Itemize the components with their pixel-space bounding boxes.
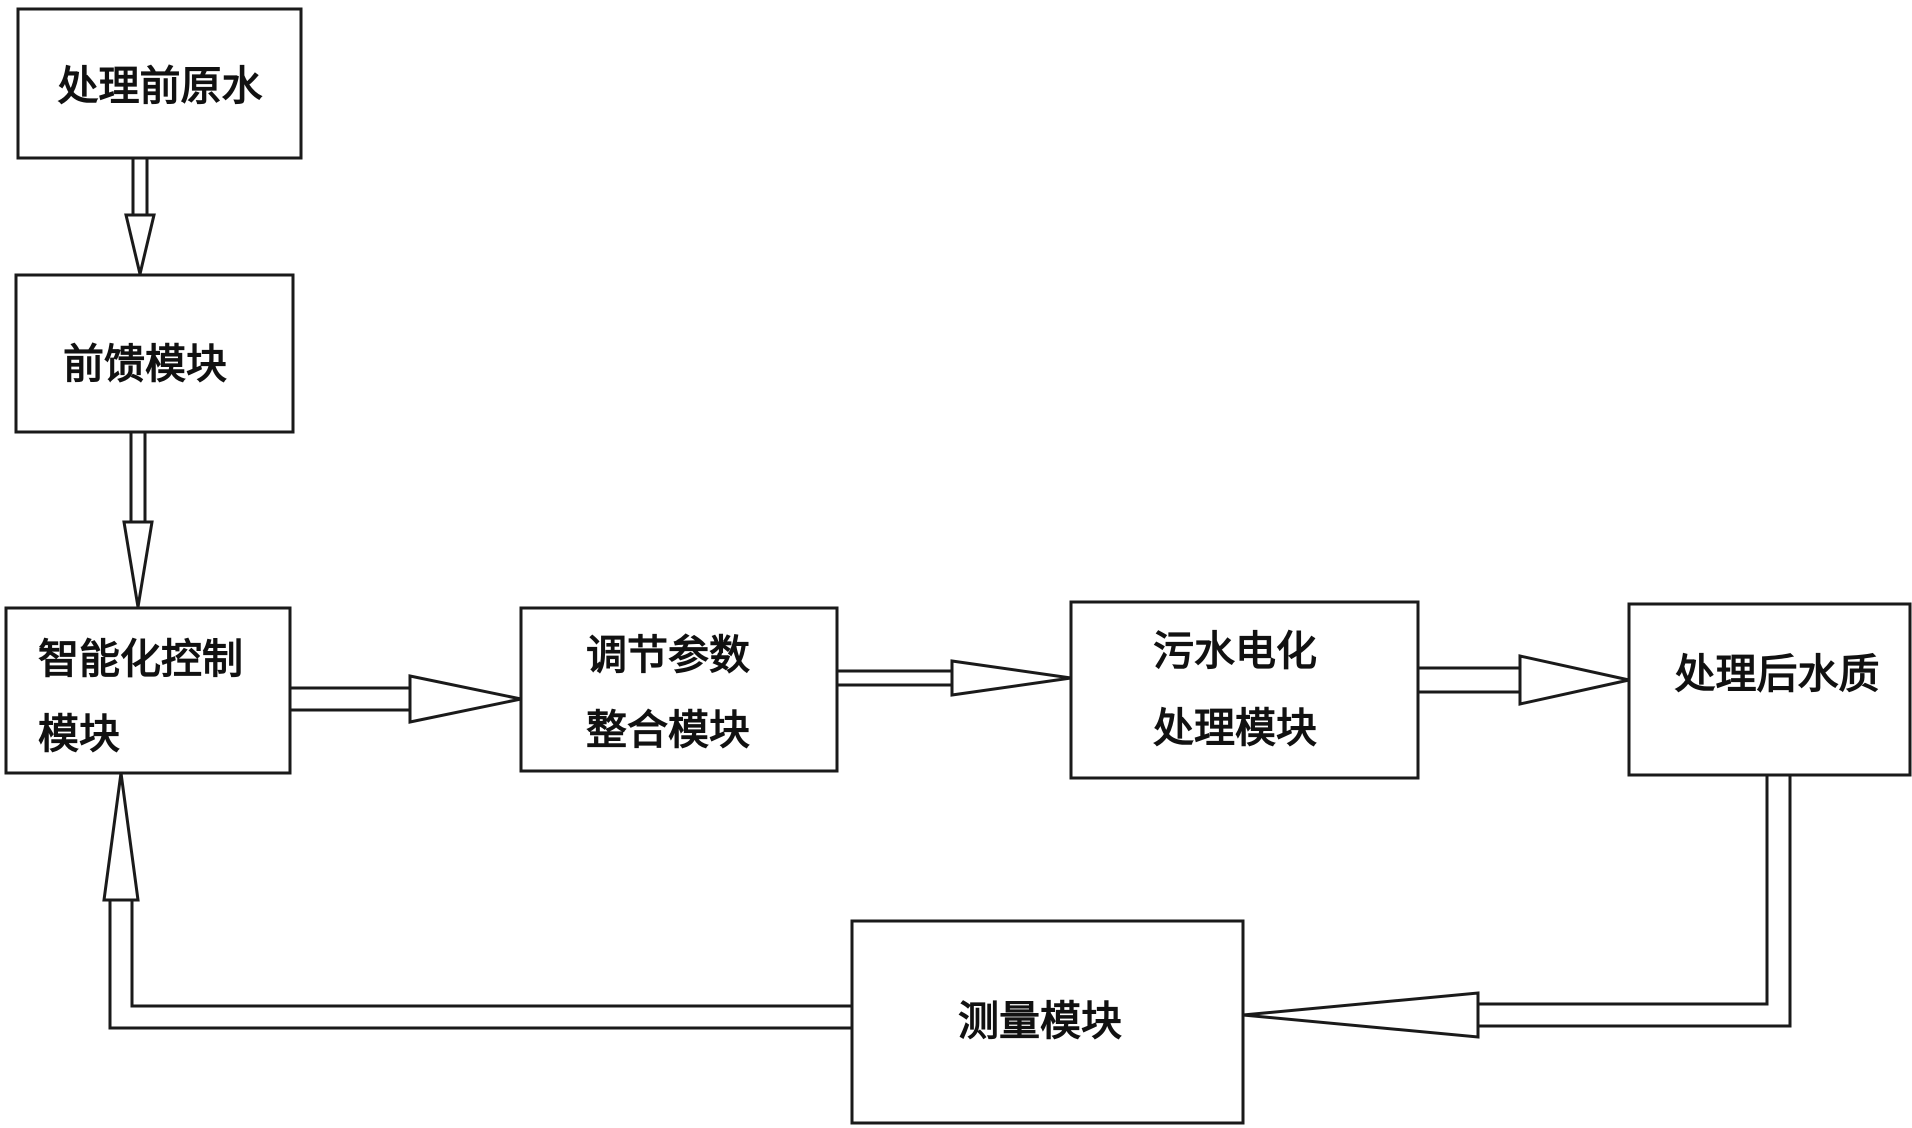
node-electro-treatment-label-line2: 处理模块 bbox=[1153, 704, 1317, 752]
node-electro-treatment-label-line1: 污水电化 bbox=[1153, 627, 1317, 675]
node-feedforward-box bbox=[14, 273, 295, 434]
node-control: 智能化控制 模块 bbox=[4, 606, 292, 775]
node-param-integration-label-line2: 整合模块 bbox=[586, 706, 750, 754]
node-param-integration-label-line1: 调节参数 bbox=[586, 631, 750, 679]
arrow-treated-to-measurement bbox=[1242, 775, 1792, 1039]
node-control-box bbox=[4, 606, 292, 775]
arrow-electro-to-treated bbox=[1418, 654, 1630, 706]
node-raw-water-box bbox=[16, 7, 303, 160]
node-feedforward: 前馈模块 bbox=[14, 273, 295, 434]
node-feedforward-label: 前馈模块 bbox=[63, 340, 227, 388]
arrow-feedforward-to-control bbox=[122, 432, 154, 608]
node-param-integration: 调节参数 整合模块 bbox=[519, 606, 839, 773]
node-raw-water-label: 处理前原水 bbox=[58, 62, 264, 110]
node-treated-water-box bbox=[1627, 602, 1912, 777]
node-measurement-label: 测量模块 bbox=[958, 997, 1122, 1045]
arrow-control-to-param bbox=[290, 674, 522, 724]
node-electro-treatment-box bbox=[1069, 600, 1420, 780]
node-treated-water: 处理后水质 bbox=[1627, 602, 1912, 777]
arrow-measurement-to-control bbox=[102, 772, 852, 1030]
node-electro-treatment: 污水电化 处理模块 bbox=[1069, 600, 1420, 780]
arrow-param-to-electro bbox=[837, 659, 1072, 697]
arrow-raw-to-feedforward bbox=[124, 158, 156, 275]
node-raw-water: 处理前原水 bbox=[16, 7, 303, 160]
node-measurement: 测量模块 bbox=[850, 919, 1245, 1125]
node-param-integration-box bbox=[519, 606, 839, 773]
node-treated-water-label: 处理后水质 bbox=[1675, 650, 1880, 698]
node-measurement-box bbox=[850, 919, 1245, 1125]
node-control-label-line1: 智能化控制 bbox=[38, 635, 243, 683]
node-control-label-line2: 模块 bbox=[38, 710, 120, 758]
